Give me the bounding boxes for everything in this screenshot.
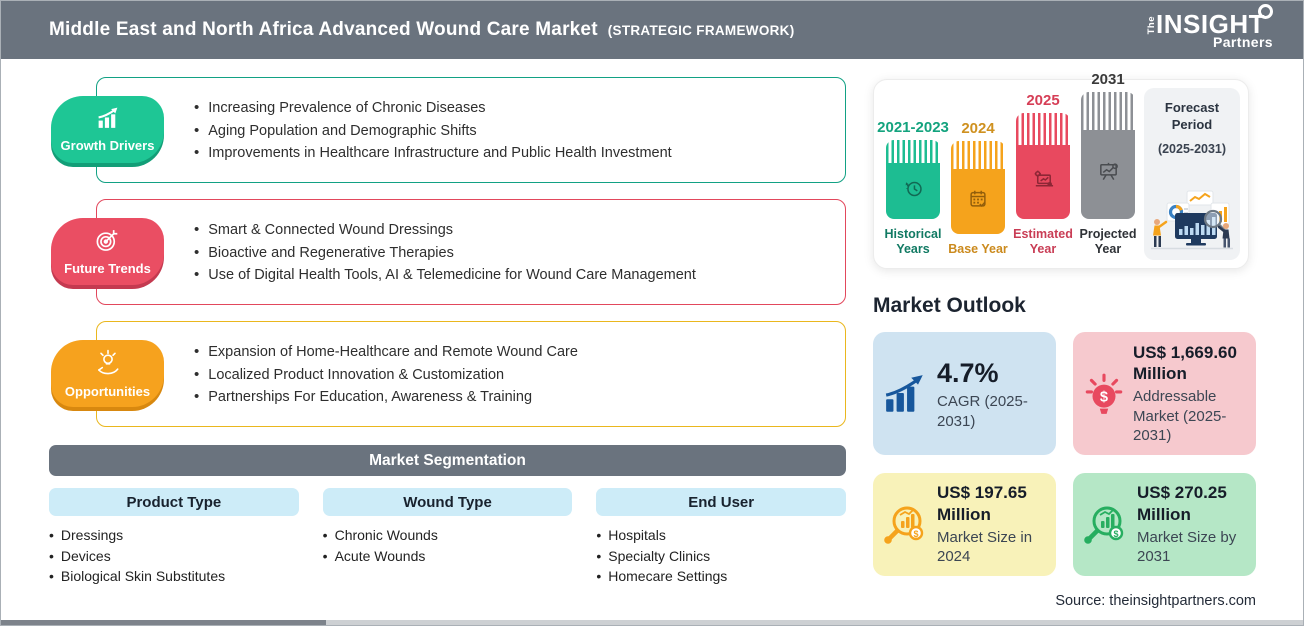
segmentation-columns: Product Type Dressings Devices Biologica… <box>49 488 847 587</box>
forecast-period-title: Forecast Period <box>1164 100 1220 132</box>
future-trend-item: Smart & Connected Wound Dressings <box>194 221 696 238</box>
source-text: Source: theinsightpartners.com <box>1055 593 1256 609</box>
base-year-bar: 2024 Base Year <box>948 120 1008 258</box>
product-type-item: Biological Skin Substitutes <box>49 566 299 587</box>
magnifier-chart-icon: $ <box>883 502 929 548</box>
opportunity-item: Localized Product Innovation & Customiza… <box>194 366 578 383</box>
future-trend-item: Use of Digital Health Tools, AI & Teleme… <box>194 266 696 283</box>
svg-text:$: $ <box>1100 389 1108 405</box>
growth-driver-item: Increasing Prevalence of Chronic Disease… <box>194 99 672 116</box>
wound-type-header: Wound Type <box>322 488 573 516</box>
market-outlook-cards: 4.7% CAGR (2025-2031) $ US$ 1,669.60 Mil… <box>873 332 1256 576</box>
market-size-2031-value: US$ 270.25 Million <box>1137 483 1227 524</box>
projected-year-bar: 2031 Projected Year <box>1080 70 1137 258</box>
timeline-bars: 2021-2023 Historical Years 2024 Base Yea… <box>877 71 1138 260</box>
horizontal-scrollbar-thumb[interactable] <box>1 620 326 625</box>
target-icon <box>94 227 121 259</box>
forecast-period-range: (2025-2031) <box>1157 141 1227 156</box>
growth-drivers-box: Increasing Prevalence of Chronic Disease… <box>96 77 846 183</box>
logo-insight: INSIGHT <box>1156 8 1265 39</box>
horizontal-scrollbar[interactable] <box>1 620 1303 625</box>
product-type-item: Devices <box>49 546 299 567</box>
opportunities-box: Expansion of Home-Healthcare and Remote … <box>96 321 846 427</box>
growth-drivers-section: Increasing Prevalence of Chronic Disease… <box>49 77 846 183</box>
end-user-item: Hospitals <box>596 525 846 546</box>
cagr-label: CAGR (2025-2031) <box>937 393 1028 430</box>
bar-year-label: 2024 <box>961 120 995 138</box>
bar-year-label: 2021-2023 <box>877 118 949 136</box>
forecast-period-panel: Forecast Period (2025-2031) <box>1144 88 1240 260</box>
growth-drivers-label: Growth Drivers <box>60 138 155 153</box>
wound-type-item: Acute Wounds <box>323 546 573 567</box>
growth-drivers-badge: Growth Drivers <box>51 96 164 163</box>
outlook-column: 2021-2023 Historical Years 2024 Base Yea… <box>873 59 1256 609</box>
title-row: Middle East and North Africa Advanced Wo… <box>49 19 795 41</box>
magnifier-icon <box>1258 3 1273 19</box>
segmentation-column-end-user: End User Hospitals Specialty Clinics Hom… <box>596 488 847 587</box>
opportunity-item: Expansion of Home-Healthcare and Remote … <box>194 343 578 360</box>
logo-partners: Partners <box>1212 33 1273 50</box>
bar-year-label: 2025 <box>1026 91 1060 109</box>
bar-name-label: Historical Years <box>884 226 942 257</box>
bar-name-label: Projected Year <box>1079 226 1137 257</box>
segmentation-column-wound-type: Wound Type Chronic Wounds Acute Wounds <box>322 488 573 587</box>
market-size-2024-card: $ US$ 197.65 Million Market Size in 2024 <box>873 473 1056 576</box>
cagr-chart-icon <box>883 373 929 415</box>
addressable-market-card: $ US$ 1,669.60 Million Addressable Marke… <box>1073 332 1256 455</box>
addressable-market-value: US$ 1,669.60 Million <box>1133 342 1237 384</box>
market-segmentation-header: Market Segmentation <box>49 445 846 476</box>
magnifier-chart-icon: $ <box>1083 502 1129 548</box>
end-user-header: End User <box>596 488 847 516</box>
estimated-year-bar: 2025 Estimated Year <box>1013 91 1073 258</box>
computer-gear-icon <box>1032 168 1055 196</box>
future-trends-label: Future Trends <box>64 261 151 276</box>
framework-column: Increasing Prevalence of Chronic Disease… <box>49 59 847 587</box>
market-size-2024-label: Market Size in 2024 <box>937 528 1033 566</box>
end-user-item: Homecare Settings <box>596 566 846 587</box>
idea-hand-icon <box>94 349 122 382</box>
idea-dollar-icon: $ <box>1083 371 1125 417</box>
segmentation-column-product-type: Product Type Dressings Devices Biologica… <box>49 488 299 587</box>
historical-years-bar: 2021-2023 Historical Years <box>877 119 949 258</box>
end-user-item: Specialty Clinics <box>596 546 846 567</box>
history-clock-icon <box>902 177 925 205</box>
future-trends-section: Smart & Connected Wound Dressings Bioact… <box>49 199 846 305</box>
svg-text:$: $ <box>913 529 918 539</box>
header-bar: Middle East and North Africa Advanced Wo… <box>1 1 1303 59</box>
market-size-2024-value: US$ 197.65 Million <box>937 483 1027 524</box>
opportunity-item: Partnerships For Education, Awareness & … <box>194 388 578 405</box>
bar-year-label: 2031 <box>1091 70 1125 88</box>
timeline-card: 2021-2023 Historical Years 2024 Base Yea… <box>873 71 1249 269</box>
svg-text:$: $ <box>1113 529 1118 539</box>
bar-name-label: Base Year <box>948 242 1008 257</box>
page-title: Middle East and North Africa Advanced Wo… <box>49 19 598 40</box>
brand-logo: The INSIGHT Partners <box>1145 3 1273 50</box>
opportunities-section: Expansion of Home-Healthcare and Remote … <box>49 321 846 427</box>
opportunities-label: Opportunities <box>64 383 151 399</box>
projection-screen-icon <box>1097 160 1120 188</box>
growth-driver-item: Improvements in Healthcare Infrastructur… <box>194 144 671 161</box>
wound-type-item: Chronic Wounds <box>323 525 573 546</box>
market-size-2031-card: $ US$ 270.25 Million Market Size by 2031 <box>1073 473 1256 576</box>
future-trends-badge: Future Trends <box>51 218 164 285</box>
product-type-item: Dressings <box>49 525 299 546</box>
cagr-card: 4.7% CAGR (2025-2031) <box>873 332 1056 455</box>
logo-the: The <box>1145 15 1157 34</box>
product-type-header: Product Type <box>49 488 299 516</box>
bar-name-label: Estimated Year <box>1013 226 1073 257</box>
growth-chart-icon <box>93 106 123 136</box>
logo-top: The INSIGHT <box>1145 3 1273 39</box>
calendar-icon <box>967 188 989 215</box>
addressable-market-label: Addressable Market (2025-2031) <box>1133 388 1227 444</box>
future-trends-box: Smart & Connected Wound Dressings Bioact… <box>96 199 846 305</box>
opportunities-badge: Opportunities <box>51 340 164 407</box>
page-subtitle: (STRATEGIC FRAMEWORK) <box>607 23 795 38</box>
future-trend-item: Bioactive and Regenerative Therapies <box>194 244 696 261</box>
market-size-2031-label: Market Size by 2031 <box>1137 528 1237 566</box>
growth-driver-item: Aging Population and Demographic Shifts <box>194 122 672 139</box>
cagr-value: 4.7% <box>937 357 999 388</box>
market-outlook-title: Market Outlook <box>873 294 1026 317</box>
analytics-illustration <box>1149 189 1235 256</box>
